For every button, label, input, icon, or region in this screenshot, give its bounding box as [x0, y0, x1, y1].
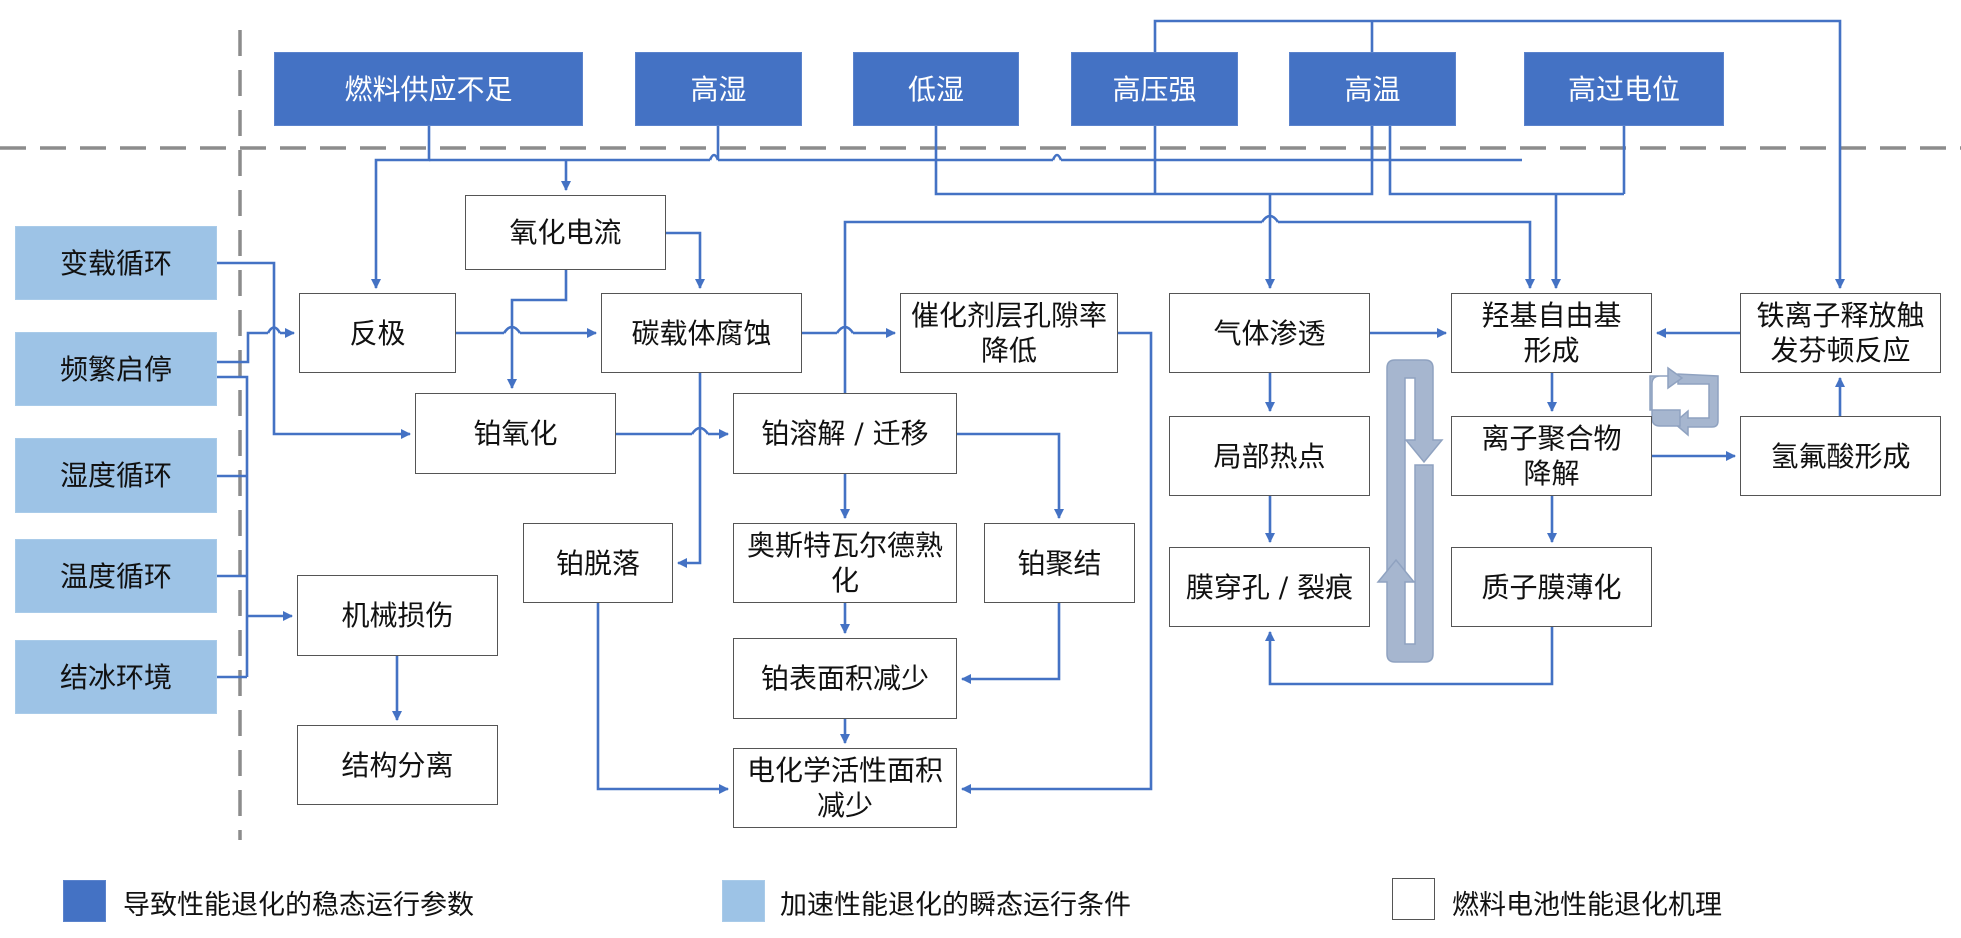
label: 铂溶解 / 迁移: [761, 417, 929, 450]
mech-mechanical-damage: 机械损伤: [297, 575, 498, 656]
label: 机械损伤: [341, 599, 454, 632]
transient-freezing: 结冰环境: [15, 640, 217, 714]
connector-oxcurrent-to-pt-oxidation: [507, 270, 568, 389]
label: 变载循环: [59, 246, 172, 280]
label: 结构分离: [341, 748, 454, 782]
label: 高湿: [690, 72, 747, 106]
label: 电化学活性面积减少: [746, 754, 943, 822]
label: 燃料供应不足: [344, 72, 513, 106]
connector-carbon-to-detachment: [677, 373, 702, 568]
steady-param-high-humidity: 高湿: [635, 52, 802, 126]
label: 结冰环境: [59, 660, 172, 694]
label: 氧化电流: [509, 216, 622, 249]
label: 气体渗透: [1213, 316, 1326, 350]
mech-structural-separation: 结构分离: [297, 725, 498, 805]
cycle-arrow-membrane: [1386, 359, 1444, 581]
connector-pt-dissolution-to-hydroxyl: [843, 220, 1530, 393]
mech-ionomer-degradation: 离子聚合物降解: [1451, 416, 1652, 496]
label: 铂表面积减少: [760, 662, 929, 695]
legend-swatch-transient: [722, 880, 765, 922]
connector-high-temp-right: [1388, 126, 1624, 196]
label: 离子聚合物降解: [1481, 422, 1622, 490]
connector-agglomeration-to-surface: [961, 603, 1061, 684]
label: 羟基自由基形成: [1481, 299, 1622, 367]
label: 铂聚结: [1017, 546, 1102, 580]
connector-start-stop-to-reverse: [217, 333, 294, 364]
connector-dissolution-to-agglomeration: [957, 432, 1064, 519]
mech-fenton-reaction: 铁离子释放触发芬顿反应: [1740, 293, 1941, 373]
connector-to-fenton: [1153, 19, 1845, 289]
mech-hydroxyl-radical: 羟基自由基形成: [1451, 293, 1652, 373]
legend-label-steady: 导致性能退化的稳态运行参数: [123, 890, 474, 921]
mech-reverse-polarity: 反极: [299, 293, 456, 373]
cycle-arrow-membrane-lower: [1376, 464, 1434, 663]
legend-label-mechanism: 燃料电池性能退化机理: [1452, 890, 1722, 921]
label: 局部热点: [1213, 439, 1326, 473]
mech-pt-oxidation: 铂氧化: [415, 393, 616, 474]
label: 温度循环: [59, 559, 172, 593]
jump-bump: [835, 325, 855, 334]
connector-porosity-to-ecsa: [961, 331, 1153, 794]
label: 低湿: [907, 72, 964, 106]
transient-humidity-cycling: 湿度循环: [15, 438, 217, 513]
label: 频繁启停: [59, 352, 172, 386]
mech-gas-crossover: 气体渗透: [1169, 293, 1370, 373]
connector-load-cycling: [217, 261, 410, 434]
steady-param-high-temperature: 高温: [1289, 52, 1456, 126]
cycle-arrow-fenton-left: [1649, 366, 1684, 427]
mech-porosity-reduction: 催化剂层孔隙率降低: [900, 293, 1118, 373]
connector-fuel-to-reverse: [371, 126, 431, 289]
label: 高温: [1344, 72, 1401, 106]
connector-oxcurrent-to-carbon: [666, 231, 705, 289]
label: 碳载体腐蚀: [631, 316, 772, 350]
jump-bump: [1260, 214, 1280, 223]
connector-thinning-to-pinhole: [1265, 627, 1554, 686]
mech-pt-surface-reduction: 铂表面积减少: [733, 638, 957, 719]
steady-param-fuel-starvation: 燃料供应不足: [274, 52, 583, 126]
label: 催化剂层孔隙率降低: [911, 299, 1108, 367]
label: 湿度循环: [59, 459, 172, 492]
jump-bump: [1051, 153, 1063, 161]
label: 奥斯特瓦尔德熟化: [746, 529, 943, 597]
mech-local-hotspot: 局部热点: [1169, 416, 1370, 496]
jump-bump: [502, 325, 522, 334]
jump-bump: [708, 153, 720, 161]
transient-start-stop: 频繁启停: [15, 332, 217, 406]
legend-swatch-mechanism: [1392, 878, 1435, 920]
steady-param-low-humidity: 低湿: [853, 52, 1019, 126]
mech-oxidation-current: 氧化电流: [465, 195, 666, 270]
mech-membrane-pinhole: 膜穿孔 / 裂痕: [1169, 547, 1370, 627]
jump-bump: [690, 426, 710, 435]
label: 铂氧化: [473, 417, 558, 450]
label: 反极: [349, 316, 406, 350]
cycle-arrow-fenton: [1672, 373, 1719, 437]
mech-ostwald-ripening: 奥斯特瓦尔德熟化: [733, 523, 957, 603]
steady-param-high-overpotential: 高过电位: [1524, 52, 1724, 126]
mech-membrane-thinning: 质子膜薄化: [1451, 547, 1652, 627]
label: 铂脱落: [555, 546, 640, 580]
mech-ecsa-reduction: 电化学活性面积减少: [733, 748, 957, 828]
mech-pt-detachment: 铂脱落: [523, 523, 673, 603]
label: 氢氟酸形成: [1770, 439, 1911, 473]
connector-detachment-to-ecsa: [596, 603, 729, 794]
label: 高过电位: [1567, 72, 1680, 106]
legend-swatch-steady: [63, 880, 106, 922]
mech-pt-agglomeration: 铂聚结: [984, 523, 1135, 603]
label: 质子膜薄化: [1481, 570, 1622, 604]
label: 膜穿孔 / 裂痕: [1185, 570, 1354, 604]
connector-start-stop-to-mechanical: [217, 375, 249, 677]
mech-hf-formation: 氢氟酸形成: [1740, 416, 1941, 496]
label: 铁离子释放触发芬顿反应: [1756, 299, 1925, 367]
steady-param-high-pressure: 高压强: [1071, 52, 1238, 126]
transient-temperature-cycling: 温度循环: [15, 539, 217, 613]
transient-load-cycling: 变载循环: [15, 226, 217, 300]
mech-carbon-corrosion: 碳载体腐蚀: [601, 293, 802, 373]
legend-label-transient: 加速性能退化的瞬态运行条件: [780, 890, 1131, 921]
mech-pt-dissolution: 铂溶解 / 迁移: [733, 393, 957, 474]
label: 高压强: [1112, 72, 1197, 106]
